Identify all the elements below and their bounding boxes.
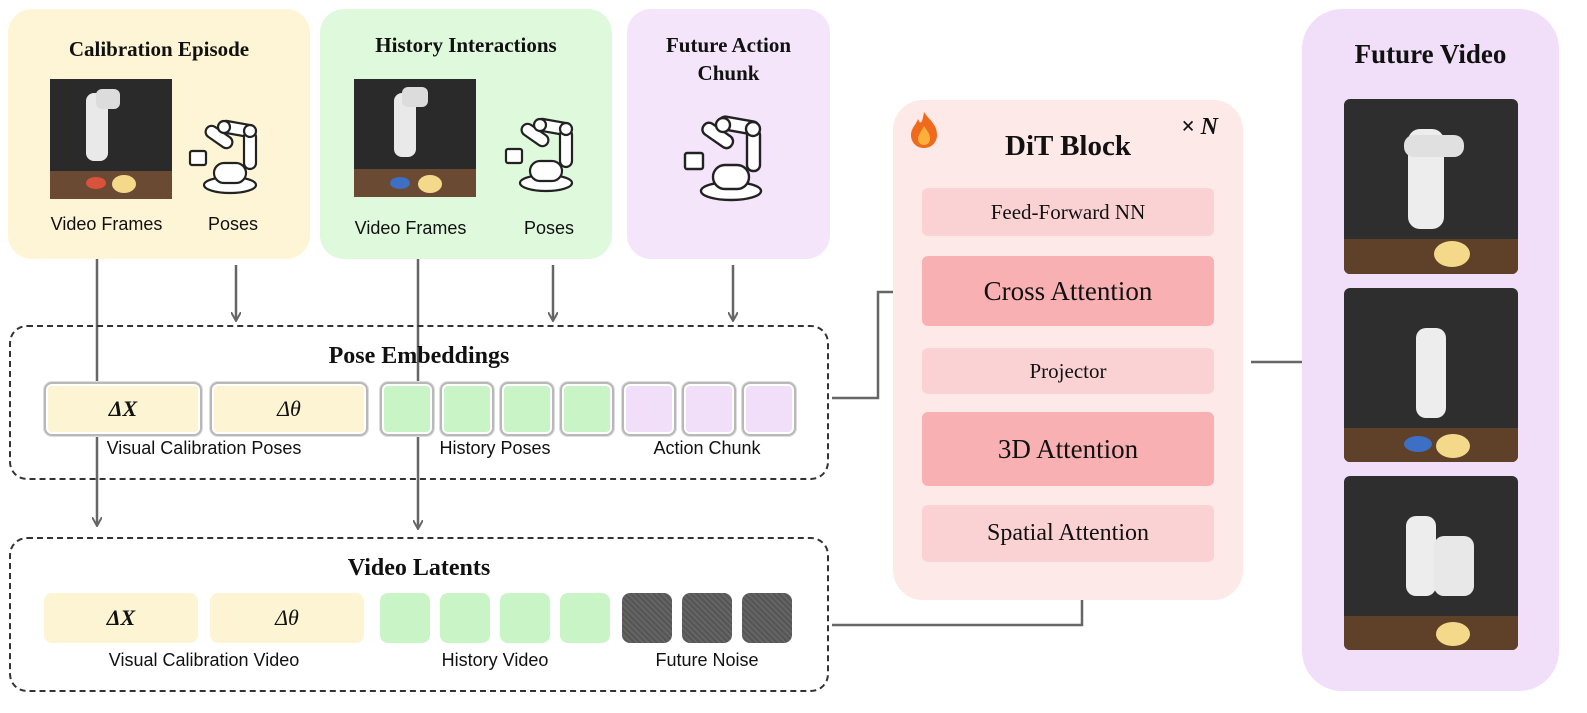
action-chunk-token bbox=[682, 382, 736, 436]
robot-arm-icon bbox=[679, 113, 775, 210]
future-noise-label: Future Noise bbox=[655, 650, 759, 670]
latent-delta-x-cell: ΔX bbox=[44, 593, 198, 643]
future-video-frame bbox=[1344, 476, 1518, 650]
calibration-episode-panel: Calibration Episode Video Frames Poses bbox=[8, 9, 310, 259]
latent-delta-theta-cell: Δθ bbox=[210, 593, 364, 643]
dit-block-title: DiT Block bbox=[1005, 130, 1131, 162]
flame-icon bbox=[907, 110, 941, 155]
history-video-label: History Video bbox=[441, 650, 549, 670]
future-action-chunk-title: Future Action Chunk bbox=[665, 33, 792, 85]
history-pose-token bbox=[440, 382, 494, 436]
pose-embeddings-title: Pose Embeddings bbox=[328, 343, 510, 369]
history-pose-token bbox=[380, 382, 434, 436]
calibration-frames-label: Video Frames bbox=[50, 214, 163, 234]
calibration-episode-title: Calibration Episode bbox=[68, 37, 250, 61]
future-video-frame bbox=[1344, 288, 1518, 462]
future-noise-token bbox=[622, 593, 672, 643]
future-noise-token bbox=[742, 593, 792, 643]
history-video-token bbox=[560, 593, 610, 643]
pose-delta-x-cell: ΔX bbox=[44, 382, 202, 436]
3d-attention-layer: 3D Attention bbox=[922, 412, 1214, 486]
robot-arm-icon bbox=[184, 117, 270, 202]
history-video-frames-image bbox=[354, 79, 476, 197]
feed-forward-layer: Feed-Forward NN bbox=[922, 188, 1214, 236]
history-pose-token bbox=[500, 382, 554, 436]
robot-arm-icon bbox=[500, 115, 586, 200]
future-noise-token bbox=[682, 593, 732, 643]
history-video-token bbox=[500, 593, 550, 643]
action-chunk-token bbox=[622, 382, 676, 436]
history-interactions-panel: History Interactions Video Frames Poses bbox=[320, 9, 612, 259]
future-action-chunk-panel: Future Action Chunk bbox=[627, 9, 830, 259]
future-video-frame bbox=[1344, 99, 1518, 274]
history-poses-label: History Poses bbox=[439, 438, 551, 458]
pose-embeddings-box: Pose Embeddings bbox=[9, 325, 829, 480]
dit-repeat-label: × N bbox=[1181, 114, 1219, 140]
history-video-token bbox=[440, 593, 490, 643]
history-pose-token bbox=[560, 382, 614, 436]
calibration-poses-label: Poses bbox=[207, 214, 259, 234]
pose-delta-theta-cell: Δθ bbox=[210, 382, 368, 436]
future-video-title: Future Video bbox=[1354, 39, 1507, 69]
calibration-video-frames-image bbox=[50, 79, 172, 199]
spatial-attention-layer: Spatial Attention bbox=[922, 505, 1214, 562]
history-interactions-title: History Interactions bbox=[375, 33, 557, 57]
history-video-token bbox=[380, 593, 430, 643]
history-frames-label: Video Frames bbox=[354, 218, 467, 238]
video-latents-box: Video Latents bbox=[9, 537, 829, 692]
visual-calibration-poses-label: Visual Calibration Poses bbox=[106, 438, 302, 458]
cross-attention-layer: Cross Attention bbox=[922, 256, 1214, 326]
action-chunk-token bbox=[742, 382, 796, 436]
projector-layer: Projector bbox=[922, 348, 1214, 394]
visual-calibration-video-label: Visual Calibration Video bbox=[108, 650, 300, 670]
history-poses-label: Poses bbox=[523, 218, 575, 238]
action-chunk-label: Action Chunk bbox=[653, 438, 761, 458]
video-latents-title: Video Latents bbox=[347, 555, 491, 581]
